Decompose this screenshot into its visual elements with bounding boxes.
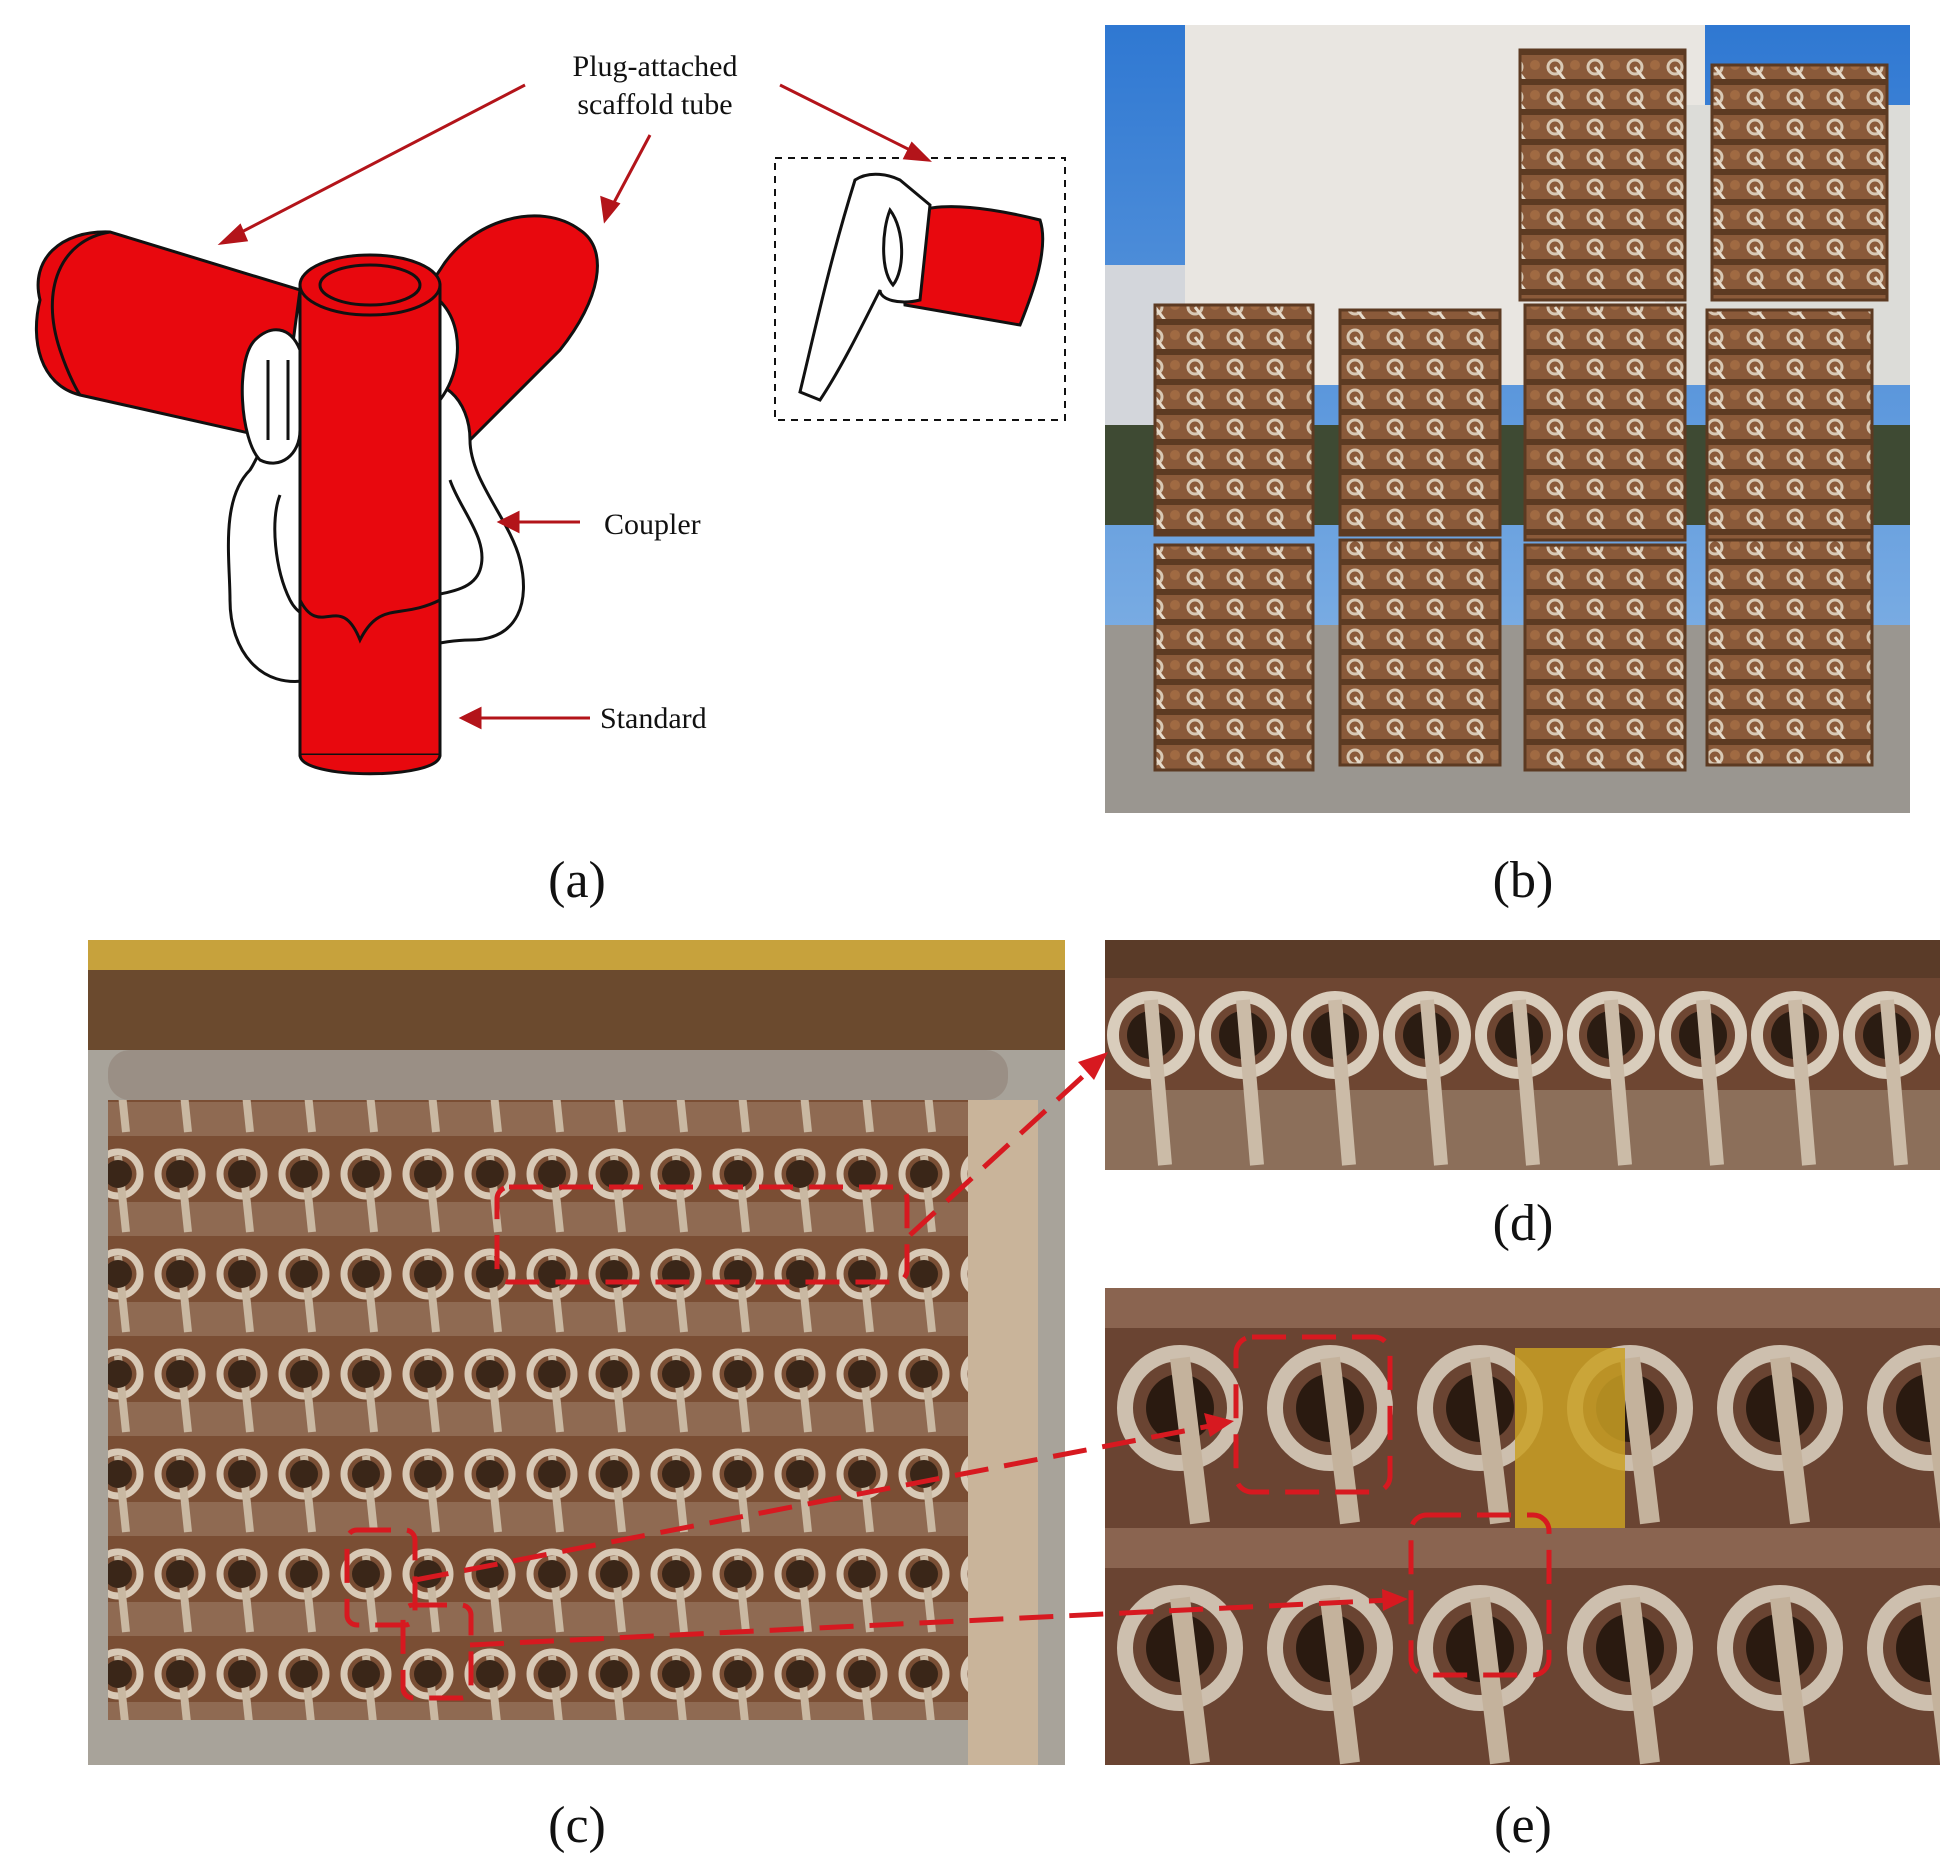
label-b: (b) (1492, 852, 1554, 909)
label-a: (a) (548, 852, 606, 909)
panel-b-photo (1105, 25, 1910, 813)
label-e: (e) (1494, 1797, 1552, 1854)
panel-a-diagram (0, 0, 1100, 840)
label-c: (c) (548, 1797, 606, 1854)
standard-tube (298, 253, 442, 776)
panel-d-photo (1105, 940, 1940, 1170)
panel-e-photo (1105, 1288, 1940, 1765)
callout-tube-line2: scaffold tube (577, 87, 733, 121)
callout-coupler: Coupler (604, 508, 701, 541)
callout-arrows (217, 83, 932, 730)
panel-c-photo (88, 940, 1065, 1765)
coupler-stacks (1153, 48, 1889, 772)
callout-standard: Standard (600, 702, 707, 735)
callout-tube-line1: Plug-attached (572, 50, 738, 83)
inset-plug-tube (774, 157, 1066, 421)
label-d: (d) (1492, 1195, 1554, 1252)
callout-plug-attached-tube: Plug-attached scaffold tube (555, 48, 755, 123)
